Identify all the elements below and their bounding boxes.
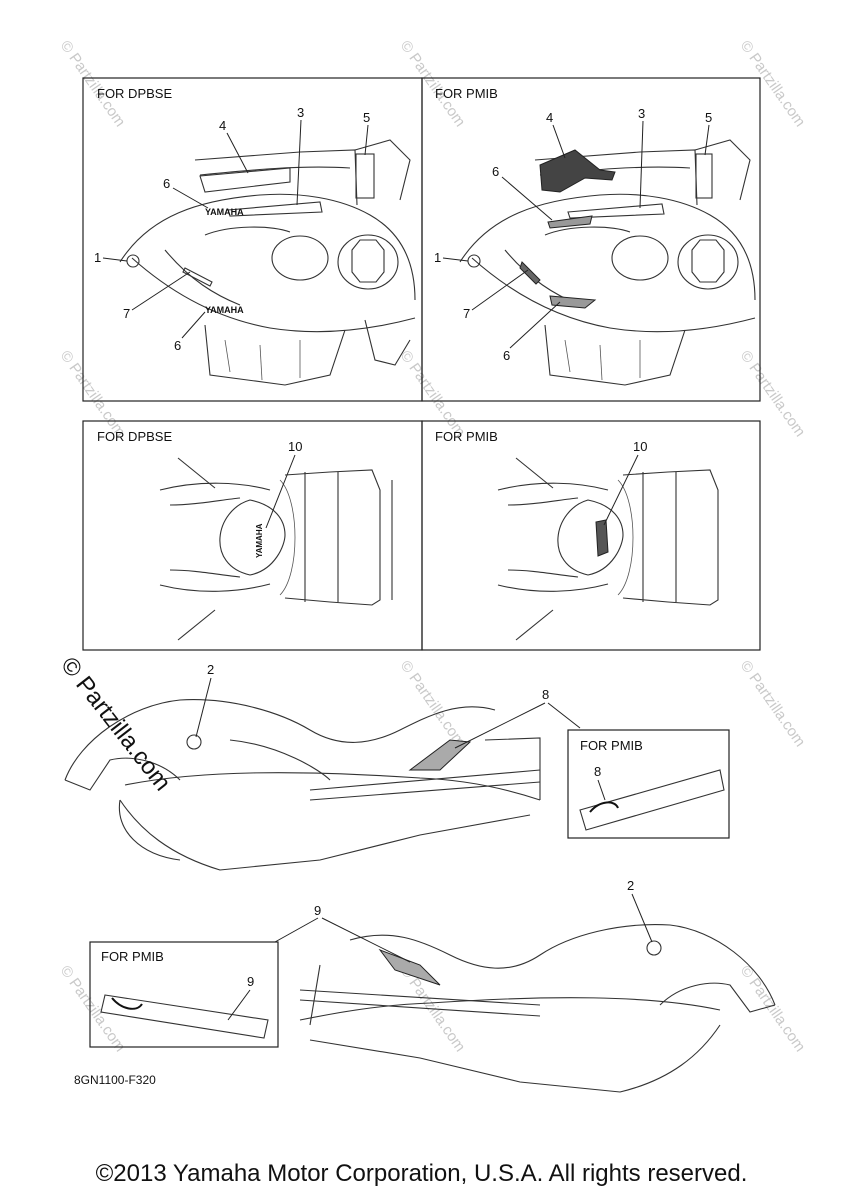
copyright-footer: ©2013 Yamaha Motor Corporation, U.S.A. A… bbox=[95, 1160, 748, 1187]
inset-title: FOR PMIB bbox=[101, 949, 164, 964]
callout-6: 6 bbox=[163, 176, 170, 191]
decal-4 bbox=[199, 167, 291, 193]
watermark-text: © Partzilla.com bbox=[737, 658, 809, 751]
panel-title: FOR DPBSE bbox=[97, 86, 172, 101]
watercraft-top-view-right: 10 bbox=[497, 439, 719, 641]
watermark-text: © Partzilla.com bbox=[397, 38, 469, 131]
callout-8: 8 bbox=[594, 764, 601, 779]
callouts-top-right: 1 4 3 5 6 7 6 bbox=[434, 106, 712, 363]
watercraft-top-view-left: YAMAHA 10 bbox=[159, 439, 393, 641]
callout-6: 6 bbox=[174, 338, 181, 353]
diagram-code: 8GN1100-F320 bbox=[74, 1073, 156, 1087]
decal-5 bbox=[355, 153, 375, 199]
callout-10: 10 bbox=[633, 439, 647, 454]
decal-8-detail bbox=[579, 769, 725, 831]
callout-9: 9 bbox=[247, 974, 254, 989]
callout-3: 3 bbox=[297, 105, 304, 120]
watercraft-front-view-left: YAMAHA YAMAHA bbox=[119, 139, 416, 386]
callout-10: 10 bbox=[288, 439, 302, 454]
decal-10 bbox=[595, 519, 609, 557]
decal-yamaha-text: YAMAHA bbox=[255, 523, 264, 558]
watermark-text: © Partzilla.com bbox=[737, 348, 809, 441]
panel-title: FOR DPBSE bbox=[97, 429, 172, 444]
panel-mid-left bbox=[82, 420, 423, 651]
decal-7 bbox=[182, 267, 213, 287]
callout-2: 2 bbox=[627, 878, 634, 893]
panel-title: FOR PMIB bbox=[435, 86, 498, 101]
inset-title: FOR PMIB bbox=[580, 738, 643, 753]
watermark-text: © Partzilla.com bbox=[737, 38, 809, 131]
watermark-text: © Partzilla.com bbox=[397, 658, 469, 751]
inset-left bbox=[89, 941, 279, 1048]
watermark-text: © Partzilla.com bbox=[57, 348, 129, 441]
decal-5 bbox=[695, 153, 713, 199]
callout-5: 5 bbox=[363, 110, 370, 125]
watercraft-side-view-1: 2 8 bbox=[64, 662, 581, 871]
decal-4 bbox=[539, 149, 616, 193]
decal-2-emblem bbox=[646, 940, 662, 956]
decal-1-emblem bbox=[126, 254, 140, 268]
decal-yamaha-text: YAMAHA bbox=[205, 207, 244, 217]
decal-yamaha-text: YAMAHA bbox=[205, 305, 244, 315]
panel-top-right bbox=[421, 77, 761, 402]
watermark-text: © Partzilla.com bbox=[57, 963, 129, 1056]
decal-9-detail bbox=[100, 994, 269, 1039]
callouts-top-left: 1 4 3 5 6 7 6 bbox=[94, 105, 370, 353]
decal-6 bbox=[549, 295, 597, 309]
decal-3 bbox=[227, 201, 323, 217]
decal-6 bbox=[547, 215, 593, 229]
callout-9: 9 bbox=[314, 903, 321, 918]
callout-1: 1 bbox=[434, 250, 441, 265]
callout-7: 7 bbox=[463, 306, 470, 321]
callout-5: 5 bbox=[705, 110, 712, 125]
callout-6: 6 bbox=[503, 348, 510, 363]
callout-7: 7 bbox=[123, 306, 130, 321]
panel-title: FOR PMIB bbox=[435, 429, 498, 444]
panel-mid-right bbox=[421, 420, 761, 651]
decal-7 bbox=[519, 261, 541, 285]
callout-4: 4 bbox=[219, 118, 226, 133]
watermark-text: © Partzilla.com bbox=[57, 38, 129, 131]
callout-1: 1 bbox=[94, 250, 101, 265]
callout-2: 2 bbox=[207, 662, 214, 677]
callout-6: 6 bbox=[492, 164, 499, 179]
decal-1-emblem bbox=[467, 254, 481, 268]
decal-2-emblem bbox=[186, 734, 202, 750]
watermark-text: © Partzilla.com bbox=[397, 348, 469, 441]
watermark-text: © Partzilla.com bbox=[55, 652, 176, 796]
inset-right bbox=[567, 729, 730, 839]
callout-4: 4 bbox=[546, 110, 553, 125]
callout-8: 8 bbox=[542, 687, 549, 702]
callout-3: 3 bbox=[638, 106, 645, 121]
watercraft-side-view-2: 2 9 bbox=[274, 878, 776, 1093]
decal-3 bbox=[567, 203, 665, 219]
